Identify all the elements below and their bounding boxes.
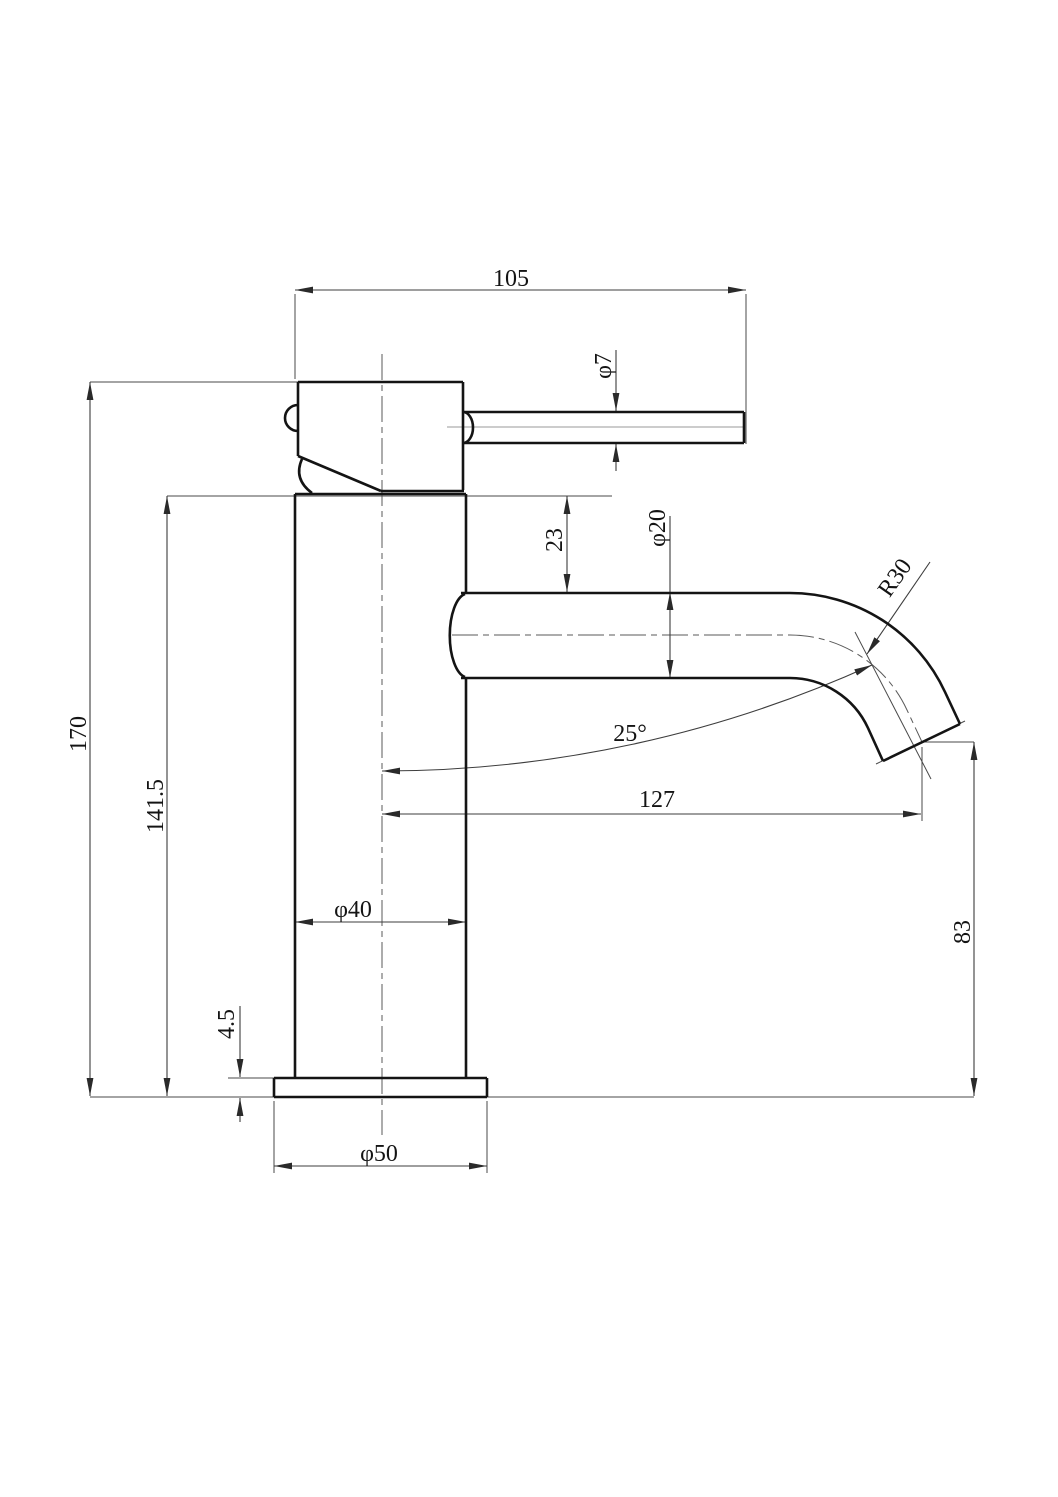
- dim-label-bend-radius: R30: [873, 554, 917, 602]
- dim-label-outlet-angle: 25°: [613, 721, 647, 747]
- spout-outlet-face: [882, 722, 961, 763]
- outline-layer: [272, 380, 962, 1099]
- handle-button-bump: [283, 403, 299, 433]
- extension-line-layer: [90, 294, 974, 1173]
- handle-head-outline: [283, 380, 465, 495]
- lever-rod-outline: [462, 410, 746, 445]
- base-flange-outline: [272, 1076, 489, 1099]
- dim-leader-R30: [866, 561, 931, 655]
- dim-label-spout-diameter: φ20: [645, 509, 671, 547]
- spout-outline: [461, 591, 962, 763]
- dimension-text-layer: 105 φ7 23 φ20 R30 25° 127 170 141.5 83 φ…: [66, 266, 976, 1167]
- dim-label-spout-reach: 127: [639, 787, 675, 813]
- dim-label-body-diameter: φ40: [334, 897, 372, 923]
- dim-label-outlet-height: 83: [950, 920, 976, 944]
- dim-label-base-thickness: 4.5: [214, 1009, 240, 1039]
- dim-label-spout-top-offset: 23: [542, 528, 568, 552]
- dimension-line-layer: [86, 286, 978, 1170]
- body-column-outline: [293, 492, 468, 1078]
- dim-label-handle-reach: 105: [493, 266, 529, 292]
- dim-arc-25deg: [381, 664, 873, 775]
- spout-body-intersection-curve: [448, 592, 466, 679]
- dim-label-body-height: 141.5: [143, 779, 169, 833]
- lever-joint-curve: [462, 410, 475, 445]
- dim-label-overall-height: 170: [66, 716, 92, 752]
- cartridge-dome-arc: [297, 458, 313, 495]
- dim-label-lever-diameter: φ7: [591, 353, 617, 379]
- dim-label-base-diameter: φ50: [360, 1141, 398, 1167]
- outlet-axis-line: [854, 631, 932, 780]
- spout-centerline: [452, 634, 923, 743]
